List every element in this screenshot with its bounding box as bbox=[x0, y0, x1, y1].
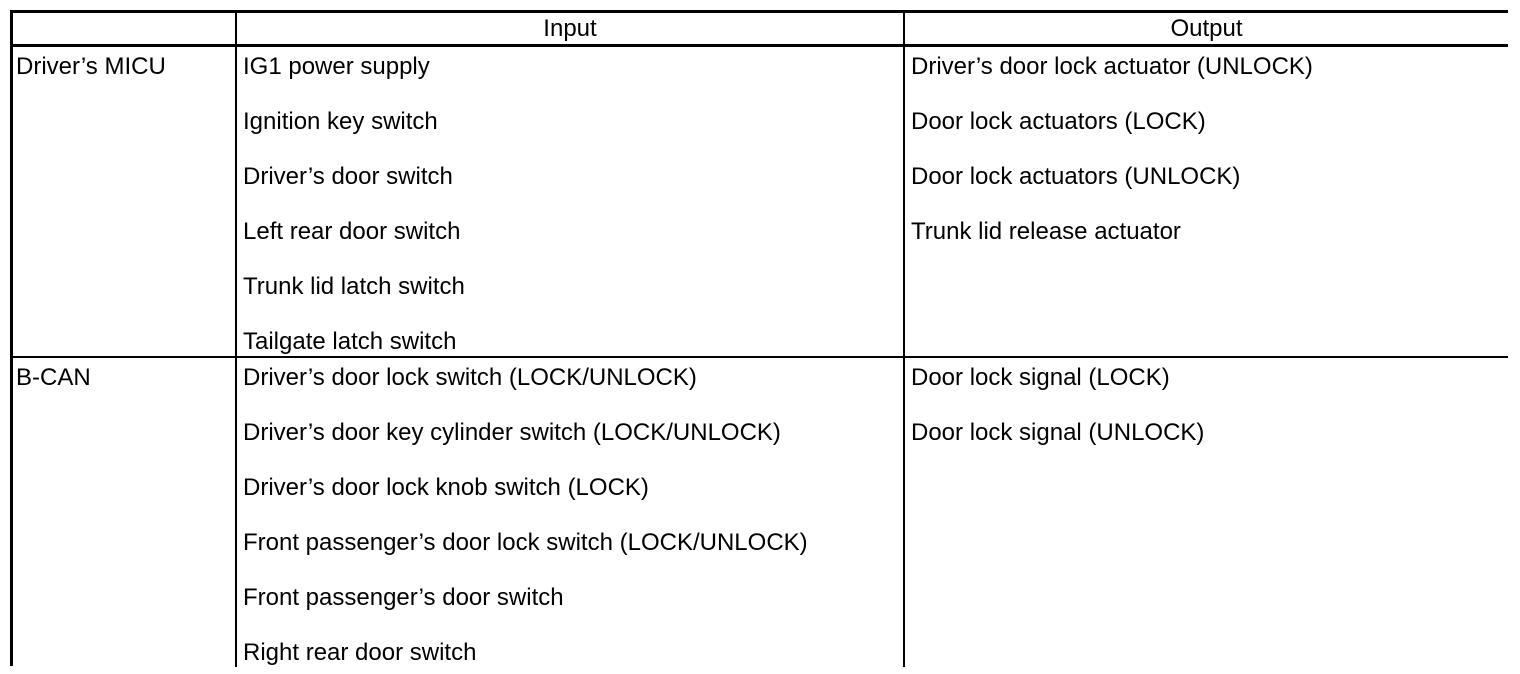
list-item: Trunk lid latch switch bbox=[243, 273, 465, 300]
header-cell-unit bbox=[13, 13, 237, 47]
table-row: B-CAN Driver’s door lock switch (LOCK/UN… bbox=[13, 357, 1508, 667]
input-output-specification-table: Input Output Driver’s MICU IG1 bbox=[10, 10, 1508, 667]
input-item-list: IG1 power supply Ignition key switch Dri… bbox=[243, 53, 903, 356]
list-item: Trunk lid release actuator bbox=[911, 218, 1181, 245]
unit-cell-content: Driver’s MICU bbox=[13, 47, 235, 81]
row-unit-cell: Driver’s MICU bbox=[13, 45, 237, 358]
list-item: Driver’s door switch bbox=[243, 163, 453, 190]
table: Input Output Driver’s MICU IG1 bbox=[13, 13, 1508, 667]
unit-label: B-CAN bbox=[16, 364, 91, 391]
table-header: Input Output bbox=[13, 13, 1508, 47]
unit-cell-content: B-CAN bbox=[13, 358, 235, 392]
list-item: Driver’s door lock switch (LOCK/UNLOCK) bbox=[243, 364, 697, 391]
header-cell-output: Output bbox=[904, 13, 1508, 47]
output-cell-content: Driver’s door lock actuator (UNLOCK) Doo… bbox=[905, 47, 1508, 246]
list-item: Driver’s door key cylinder switch (LOCK/… bbox=[243, 419, 781, 446]
input-item-list: Driver’s door lock switch (LOCK/UNLOCK) … bbox=[243, 364, 903, 667]
list-item: Front passenger’s door lock switch (LOCK… bbox=[243, 529, 808, 556]
list-item: Door lock actuators (LOCK) bbox=[911, 108, 1206, 135]
list-item: IG1 power supply bbox=[243, 53, 430, 80]
output-item-list: Door lock signal (LOCK) Door lock signal… bbox=[911, 364, 1508, 447]
input-cell-content: IG1 power supply Ignition key switch Dri… bbox=[237, 47, 903, 356]
row-input-cell: IG1 power supply Ignition key switch Dri… bbox=[236, 45, 905, 358]
list-item: Tailgate latch switch bbox=[243, 328, 457, 355]
header-row: Input Output bbox=[13, 13, 1508, 47]
table-row: Driver’s MICU IG1 power supply Ignition … bbox=[13, 45, 1508, 358]
row-output-cell: Driver’s door lock actuator (UNLOCK) Doo… bbox=[904, 45, 1508, 358]
output-item-list: Driver’s door lock actuator (UNLOCK) Doo… bbox=[911, 53, 1508, 246]
output-cell-content: Door lock signal (LOCK) Door lock signal… bbox=[905, 358, 1508, 447]
list-item: Ignition key switch bbox=[243, 108, 438, 135]
header-cell-input: Input bbox=[236, 13, 905, 47]
list-item: Driver’s door lock actuator (UNLOCK) bbox=[911, 53, 1313, 80]
list-item: Front passenger’s door switch bbox=[243, 584, 564, 611]
table-body: Driver’s MICU IG1 power supply Ignition … bbox=[13, 45, 1508, 667]
list-item: Door lock actuators (UNLOCK) bbox=[911, 163, 1241, 190]
unit-label: Driver’s MICU bbox=[16, 53, 166, 80]
list-item: Door lock signal (LOCK) bbox=[911, 364, 1170, 391]
row-output-cell: Door lock signal (LOCK) Door lock signal… bbox=[904, 357, 1508, 667]
list-item: Driver’s door lock knob switch (LOCK) bbox=[243, 474, 649, 501]
input-cell-content: Driver’s door lock switch (LOCK/UNLOCK) … bbox=[237, 358, 903, 667]
list-item: Door lock signal (UNLOCK) bbox=[911, 419, 1205, 446]
row-input-cell: Driver’s door lock switch (LOCK/UNLOCK) … bbox=[236, 357, 905, 667]
row-unit-cell: B-CAN bbox=[13, 357, 237, 667]
list-item: Right rear door switch bbox=[243, 639, 477, 666]
list-item: Left rear door switch bbox=[243, 218, 461, 245]
